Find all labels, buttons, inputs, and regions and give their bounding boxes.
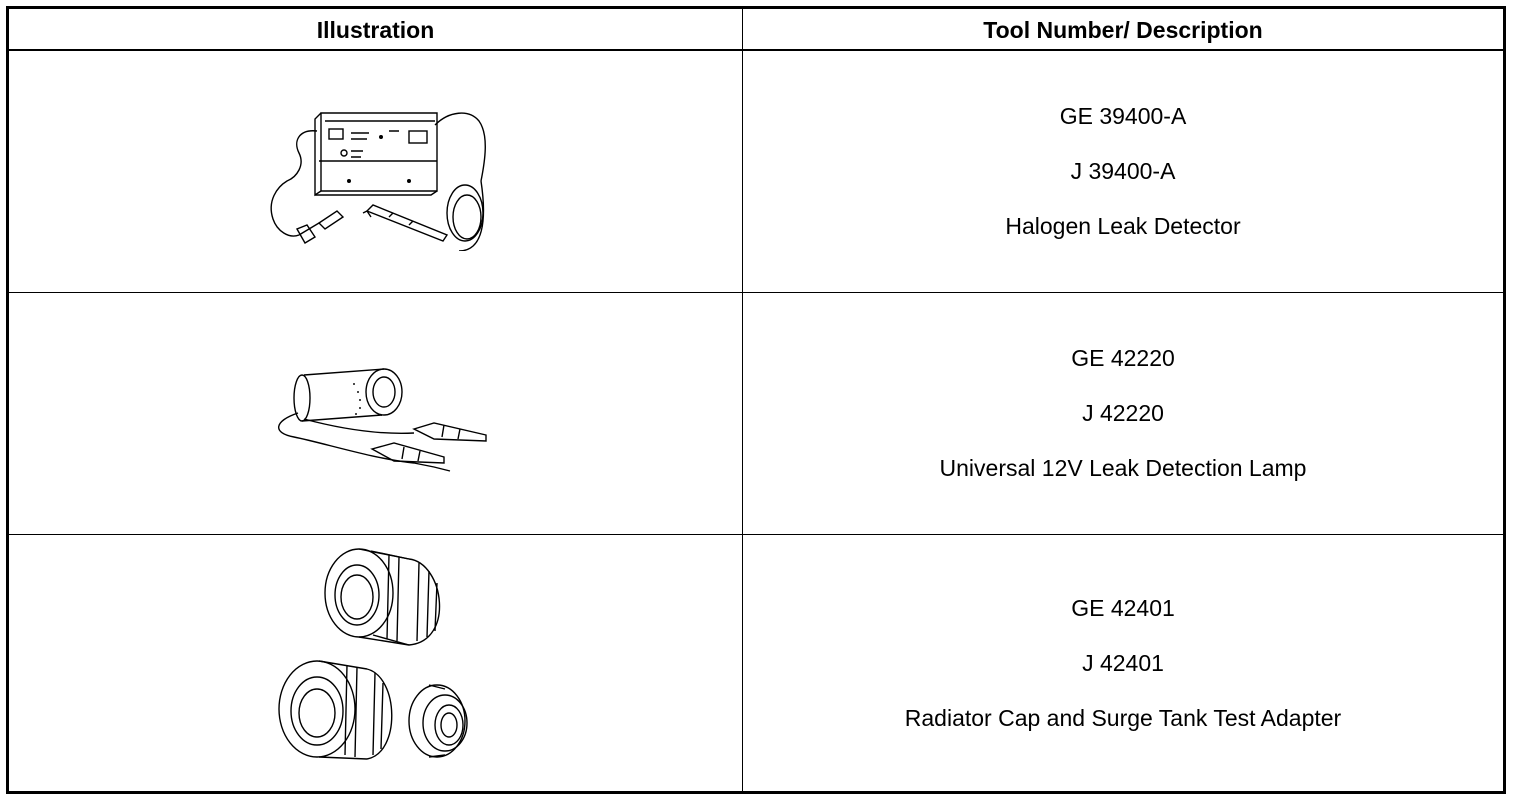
leak-detection-lamp-icon [278,368,487,472]
tool-description: Halogen Leak Detector [1005,213,1241,239]
illustration-cell [9,293,742,534]
ge-tool-number: GE 39400-A [1059,103,1187,129]
description-cell: GE 42401 J 42401 Radiator Cap and Surge … [743,535,1503,791]
tools-table: Illustration Tool Number/ Description [6,6,1506,794]
table-header: Illustration Tool Number/ Description [9,9,1503,51]
ge-tool-number: GE 42220 [1071,345,1175,371]
table-row: GE 42220 J 42220 Universal 12V Leak Dete… [9,293,1503,535]
description-cell: GE 39400-A J 39400-A Halogen Leak Detect… [743,51,1503,292]
illustration-cell [9,51,742,292]
ge-tool-number: GE 42401 [1071,594,1175,621]
tool-description: Radiator Cap and Surge Tank Test Adapter [904,704,1342,731]
column-divider [742,9,743,791]
halogen-leak-detector-icon [270,112,486,251]
header-illustration: Illustration [316,17,435,43]
illustration-cell [9,535,742,791]
j-tool-number: J 39400-A [1070,158,1176,184]
j-tool-number: J 42220 [1082,400,1164,426]
table-row: GE 42401 J 42401 Radiator Cap and Surge … [9,535,1503,791]
tool-description: Universal 12V Leak Detection Lamp [939,455,1307,481]
header-tool-description: Tool Number/ Description [983,17,1263,43]
j-tool-number: J 42401 [1082,649,1164,676]
table-row: GE 39400-A J 39400-A Halogen Leak Detect… [9,51,1503,293]
radiator-cap-adapter-icon [278,548,468,760]
description-cell: GE 42220 J 42220 Universal 12V Leak Dete… [743,293,1503,534]
